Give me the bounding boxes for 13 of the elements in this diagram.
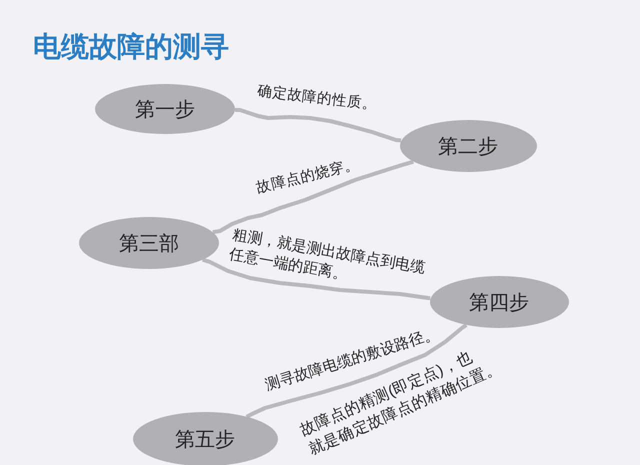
connector-line bbox=[212, 160, 414, 234]
edge-label: 故障点的烧穿。 bbox=[254, 155, 362, 198]
step-ellipse: 第一步 bbox=[95, 84, 235, 134]
connector-line bbox=[246, 323, 468, 419]
title: 电缆故障的测寻 bbox=[33, 31, 229, 63]
step-ellipse: 第四步 bbox=[430, 276, 568, 328]
step-ellipse: 第三部 bbox=[79, 217, 219, 269]
step-ellipse: 第五步 bbox=[132, 412, 278, 465]
edge-label: 确定故障的性质。 bbox=[256, 82, 378, 116]
step-ellipse: 第二步 bbox=[400, 120, 536, 172]
connector-line bbox=[234, 108, 402, 142]
edge-label: 粗测，就是测出故障点到电缆任意一端的距离。 bbox=[227, 225, 427, 286]
connector-line bbox=[202, 258, 430, 300]
